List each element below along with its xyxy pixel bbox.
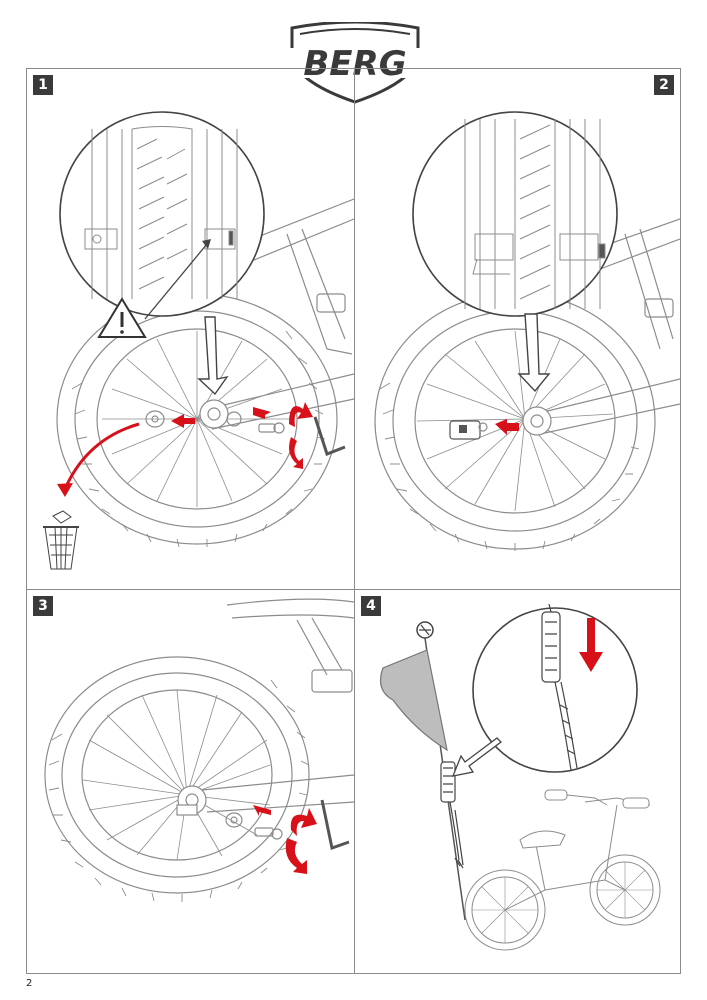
step-4-badge: 4: [361, 596, 381, 616]
page-number: 2: [26, 978, 33, 989]
panel-divider-vertical: [354, 68, 355, 974]
step-2-panel: 2: [355, 69, 680, 589]
step-1-badge: 1: [33, 75, 53, 95]
step-3-badge: 3: [33, 596, 53, 616]
flag-icon: [380, 621, 466, 921]
arrow-icon: [495, 419, 519, 435]
allen-key-icon: [313, 416, 346, 456]
trash-bin-icon: [43, 510, 79, 570]
arrow-icon: [579, 618, 603, 672]
step-1-panel: 1: [27, 69, 354, 589]
panel-divider-horizontal: [26, 589, 681, 590]
instruction-frame: [26, 68, 681, 974]
arrow-icon: [171, 402, 313, 469]
step-4-panel: 4: [355, 590, 680, 973]
brand-name: BERG: [303, 44, 406, 84]
arrow-icon: [253, 805, 317, 874]
warning-triangle-icon: [97, 297, 147, 338]
allen-key-icon: [320, 799, 350, 850]
step-2-badge: 2: [654, 75, 674, 95]
berg-logo: BERG: [280, 20, 430, 104]
step-3-panel: 3: [27, 590, 354, 973]
